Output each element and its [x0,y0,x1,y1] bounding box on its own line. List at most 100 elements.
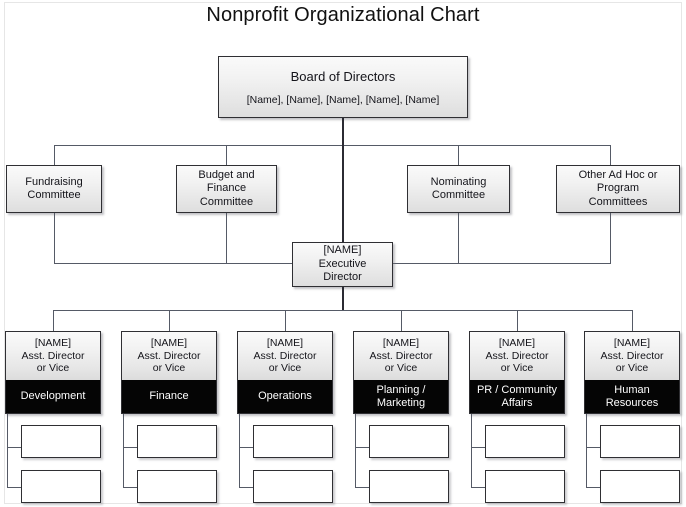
node-blank-slot[interactable] [600,470,680,503]
node-blank-slot[interactable] [253,425,333,458]
node-department-operations[interactable]: [NAME] Asst. Director or Vice Operations [237,331,333,414]
connector-drop-committee-2 [226,145,227,165]
node-blank-slot[interactable] [485,470,565,503]
connector-drop-committee-3 [458,145,459,165]
page-title: Nonprofit Organizational Chart [206,4,480,26]
node-blank-slot[interactable] [253,470,333,503]
connector-drop-committee-4 [610,145,611,165]
department-label-line-2: Affairs [501,396,533,409]
department-name: [NAME] [613,337,651,350]
connector-elbow-3a [239,447,253,448]
connector-elbow-5a [471,447,485,448]
department-role-line-2: or Vice [615,362,649,375]
department-label-line-2: Marketing [376,396,426,409]
connector-exec-bus-left [54,263,292,264]
department-name: [NAME] [150,337,188,350]
connector-exec-bus-right [393,263,611,264]
department-role-line-1: Asst. Director [21,349,85,362]
department-band: Human Resources [585,380,679,413]
department-role-line-1: Asst. Director [600,349,664,362]
node-committee-nominating[interactable]: Nominating Committee [407,165,510,213]
node-department-finance[interactable]: [NAME] Asst. Director or Vice Finance [121,331,217,414]
connector-executive-stem [342,287,344,310]
department-header: [NAME] Asst. Director or Vice [585,332,679,380]
department-role-line-1: Asst. Director [485,349,549,362]
committee-line-2: Program [596,182,640,195]
node-blank-slot[interactable] [21,425,101,458]
department-role-line-2: or Vice [152,362,186,375]
node-department-planning-marketing[interactable]: [NAME] Asst. Director or Vice Planning /… [353,331,449,414]
department-label-line-1: Planning / [376,383,426,396]
node-blank-slot[interactable] [485,425,565,458]
connector-leg-committee-2 [226,213,227,263]
committee-line-1: Fundraising [25,175,83,188]
executive-role-line-1: Executive [318,257,367,270]
department-band: Planning / Marketing [354,380,448,413]
department-name: [NAME] [266,337,304,350]
department-band: Operations [238,380,332,413]
executive-name: [NAME] [323,244,362,257]
node-blank-slot[interactable] [21,470,101,503]
node-blank-slot[interactable] [369,470,449,503]
connector-elbow-5b [471,487,485,488]
department-label-line-1: PR / Community [476,383,558,396]
node-committee-other-ad-hoc[interactable]: Other Ad Hoc or Program Committees [556,165,680,213]
department-label-line-2: Resources [605,396,659,409]
committee-line-1: Other Ad Hoc or [578,168,658,181]
connector-leg-committee-4 [610,213,611,263]
node-blank-slot[interactable] [369,425,449,458]
department-label-line-1: Development [20,390,86,402]
node-department-development[interactable]: [NAME] Asst. Director or Vice Developmen… [5,331,101,414]
department-role-line-2: or Vice [268,362,302,375]
connector-elbow-1b [7,487,21,488]
department-name: [NAME] [498,337,536,350]
department-band: PR / Community Affairs [470,380,564,413]
connector-committee-bus [54,145,610,146]
department-header: [NAME] Asst. Director or Vice [122,332,216,380]
connector-spine-3 [239,414,240,487]
connector-elbow-4a [355,447,369,448]
connector-drop-department-3 [285,310,286,331]
connector-elbow-2a [123,447,137,448]
connector-spine-4 [355,414,356,487]
connector-drop-department-4 [401,310,402,331]
node-committee-budget-and-finance[interactable]: Budget and Finance Committee [176,165,277,213]
department-role-line-1: Asst. Director [137,349,201,362]
node-executive-director[interactable]: [NAME] Executive Director [292,242,393,287]
executive-role-line-2: Director [323,271,362,284]
connector-elbow-1a [7,447,21,448]
connector-drop-department-1 [53,310,54,331]
department-header: [NAME] Asst. Director or Vice [354,332,448,380]
node-blank-slot[interactable] [137,425,217,458]
node-committee-fundraising[interactable]: Fundraising Committee [6,165,102,213]
department-role-line-2: or Vice [384,362,418,375]
node-department-human-resources[interactable]: [NAME] Asst. Director or Vice Human Reso… [584,331,680,414]
committee-line-2: Finance [206,182,247,195]
department-header: [NAME] Asst. Director or Vice [238,332,332,380]
department-role-line-1: Asst. Director [253,349,317,362]
connector-elbow-3b [239,487,253,488]
connector-drop-department-6 [632,310,633,331]
connector-leg-committee-1 [54,213,55,263]
connector-drop-department-5 [517,310,518,331]
connector-board-stem [342,118,344,145]
node-blank-slot[interactable] [600,425,680,458]
department-label-line-1: Human [614,383,650,396]
connector-department-bus [53,310,633,311]
connector-spine-6 [586,414,587,487]
department-band: Development [6,380,100,413]
node-blank-slot[interactable] [137,470,217,503]
connector-elbow-6b [586,487,600,488]
node-department-pr-community-affairs[interactable]: [NAME] Asst. Director or Vice PR / Commu… [469,331,565,414]
department-name: [NAME] [382,337,420,350]
connector-leg-committee-3 [458,213,459,263]
connector-elbow-6a [586,447,600,448]
connector-spine-5 [471,414,472,487]
committee-line-1: Budget and [198,168,255,181]
node-board-of-directors[interactable]: Board of Directors [Name], [Name], [Name… [218,56,468,118]
committee-line-3: Committee [199,195,254,208]
committee-line-2: Committee [27,189,81,201]
department-label-line-1: Finance [149,390,189,402]
connector-drop-department-2 [169,310,170,331]
